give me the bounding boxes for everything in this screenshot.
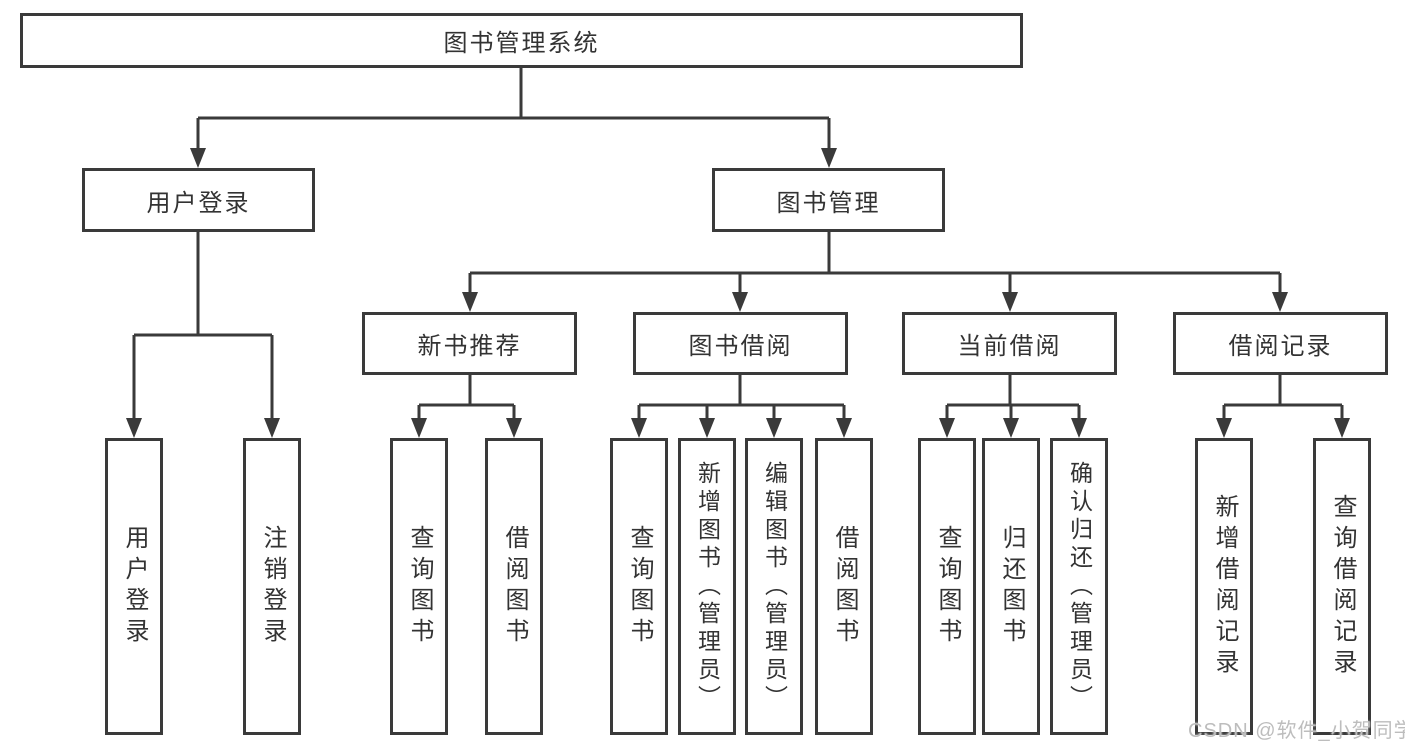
leaf-cur-return-book-label: 归还图书 <box>998 524 1025 649</box>
node-borrow-records: 借阅记录 <box>1173 312 1388 375</box>
leaf-rec-query-book-label: 查询图书 <box>406 524 433 649</box>
leaf-bor-borrow-book-label: 借阅图书 <box>831 524 858 649</box>
node-book-borrow: 图书借阅 <box>633 312 848 375</box>
leaf-cur-return-book: 归还图书 <box>982 438 1040 735</box>
leaf-cur-confirm-return: 确认归还（管理员） <box>1050 438 1108 735</box>
leaf-cur-query-book: 查询图书 <box>918 438 976 735</box>
csdn-watermark: CSDN @软件_小贺同学 <box>1188 720 1405 742</box>
node-root: 图书管理系统 <box>20 13 1023 68</box>
connector-userlogin-to-leaves <box>126 232 280 438</box>
leaf-bor-edit-book: 编辑图书（管理员） <box>745 438 803 735</box>
leaf-bor-add-book-label: 新增图书（管理员） <box>694 460 721 713</box>
node-current-borrow: 当前借阅 <box>902 312 1117 375</box>
leaf-rcd-add-record: 新增借阅记录 <box>1195 438 1253 735</box>
leaf-user-login: 用户登录 <box>105 438 163 735</box>
leaf-cur-confirm-return-label: 确认归还（管理员） <box>1066 460 1093 713</box>
connector-root-to-level2 <box>190 68 837 168</box>
leaf-rcd-add-record-label: 新增借阅记录 <box>1211 493 1238 680</box>
connector-bookmgmt-to-level3 <box>462 232 1288 312</box>
connector-currentborrow-to-leaves <box>939 375 1087 438</box>
leaf-rcd-query-record: 查询借阅记录 <box>1313 438 1371 735</box>
leaf-bor-add-book: 新增图书（管理员） <box>678 438 736 735</box>
connector-newbookrec-to-leaves <box>411 375 522 438</box>
leaf-bor-query-book: 查询图书 <box>610 438 668 735</box>
leaf-cur-query-book-label: 查询图书 <box>934 524 961 649</box>
leaf-bor-edit-book-label: 编辑图书（管理员） <box>761 460 788 713</box>
node-user-login: 用户登录 <box>82 168 315 232</box>
leaf-rec-borrow-book: 借阅图书 <box>485 438 543 735</box>
leaf-user-login-label: 用户登录 <box>121 524 148 649</box>
connector-bookborrow-to-leaves <box>631 375 852 438</box>
leaf-bor-borrow-book: 借阅图书 <box>815 438 873 735</box>
node-new-book-recommend: 新书推荐 <box>362 312 577 375</box>
connector-borrowrecords-to-leaves <box>1216 375 1350 438</box>
leaf-rec-query-book: 查询图书 <box>390 438 448 735</box>
node-book-management: 图书管理 <box>712 168 945 232</box>
leaf-logout: 注销登录 <box>243 438 301 735</box>
leaf-rec-borrow-book-label: 借阅图书 <box>501 524 528 649</box>
leaf-rcd-query-record-label: 查询借阅记录 <box>1329 493 1356 680</box>
leaf-logout-label: 注销登录 <box>259 524 286 649</box>
leaf-bor-query-book-label: 查询图书 <box>626 524 653 649</box>
